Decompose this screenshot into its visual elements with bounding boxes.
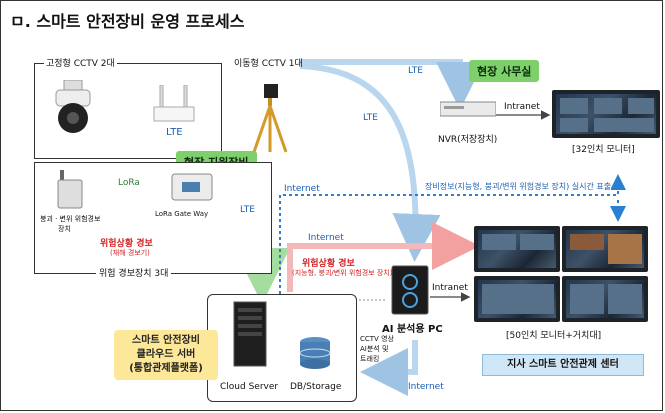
monitor-32-inch (552, 90, 660, 138)
nvr-icon (440, 101, 496, 117)
lte-top-label: LTE (408, 66, 423, 76)
lora-label: LoRa (118, 178, 140, 188)
lte-router-label: LTE (166, 127, 183, 138)
danger-alert-mid: 위험상황 경보 (302, 259, 355, 269)
warning-devices-label: 위험 경보장치 3대 (96, 266, 172, 279)
internet-bottom-arrow (360, 340, 418, 396)
lte-left-label: LTE (240, 205, 255, 215)
danger-alert-mid-sub: (지능형, 붕괴/변위 위험경보 장치) (292, 269, 393, 277)
cloud-box-line-2: 클라우드 서버 (136, 349, 196, 360)
monitor-50-1 (474, 226, 560, 272)
sensor-label-1: 붕괴 · 변위 위험경보 (40, 215, 101, 223)
ai-pc-icon (391, 265, 429, 315)
cloud-server-label: Cloud Server (220, 382, 279, 392)
monitor-50-4 (562, 276, 648, 322)
ptz-camera-icon (55, 80, 91, 133)
cloud-server-icon (233, 301, 267, 367)
monitor-50-label: [50인치 모니터+거치대] (506, 331, 602, 341)
intranet-top-label: Intranet (504, 102, 540, 112)
cctv-note-3: 트래킹 (360, 355, 380, 363)
field-office-badge: 현장 사무실 (469, 60, 540, 82)
lte-arrow-to-nvr (300, 59, 484, 110)
equip-info-label: 장비정보(지능형, 붕괴/변위 위험경보 장치) 실시간 표출 (425, 181, 612, 192)
danger-alert-left-sub: (재해 경보기) (110, 249, 150, 257)
cctv-mobile-label: 이동형 CCTV 1대 (234, 59, 303, 69)
cctv-note-1: CCTV 영상 (360, 335, 394, 343)
internet-dotted-line (279, 174, 626, 300)
cloud-box-line-3: (통합관제플랫폼) (129, 363, 203, 374)
cloud-box-line-1: 스마트 안전장비 (132, 335, 200, 346)
cctv-fixed-label: 고정형 CCTV 2대 (44, 56, 117, 69)
monitor-32-label: [32인치 모니터] (572, 145, 635, 155)
control-center-box: 지사 스마트 안전관제 센터 (482, 354, 644, 376)
page-title: ㅁ. 스마트 안전장비 운영 프로세스 (10, 12, 245, 31)
ai-pc-label: AI 분석용 PC (382, 324, 443, 335)
gateway-label: LoRa Gate Way (155, 210, 209, 218)
internet-bottom-label: Internet (408, 382, 444, 392)
db-storage-icon (299, 337, 331, 369)
cloud-server-title-box: 스마트 안전장비 클라우드 서버 (통합관제플랫폼) (114, 330, 218, 380)
cloud-area-box (207, 294, 357, 402)
internet-top-label: Internet (284, 184, 320, 194)
cctv-note-2: AI분석 및 (360, 345, 389, 353)
lte-router-icon (153, 85, 195, 122)
sensor-label-2: 장치 (58, 225, 71, 233)
internet-red-arrow (287, 222, 480, 292)
sensor-device-icon (57, 170, 83, 209)
internet-mid-label: Internet (308, 233, 344, 243)
lora-gateway-icon (171, 173, 213, 201)
lte-arrow-to-ai-pc (299, 63, 441, 262)
intranet-bottom-label: Intranet (432, 283, 468, 293)
monitor-50-3 (474, 276, 560, 322)
mobile-cctv-icon (252, 84, 288, 153)
danger-alert-left: 위험상황 경보 (100, 239, 153, 249)
db-storage-label: DB/Storage (290, 382, 342, 392)
monitor-50-2 (562, 226, 648, 272)
lte-mid-label: LTE (363, 113, 378, 123)
nvr-label: NVR(저장장치) (438, 135, 498, 145)
